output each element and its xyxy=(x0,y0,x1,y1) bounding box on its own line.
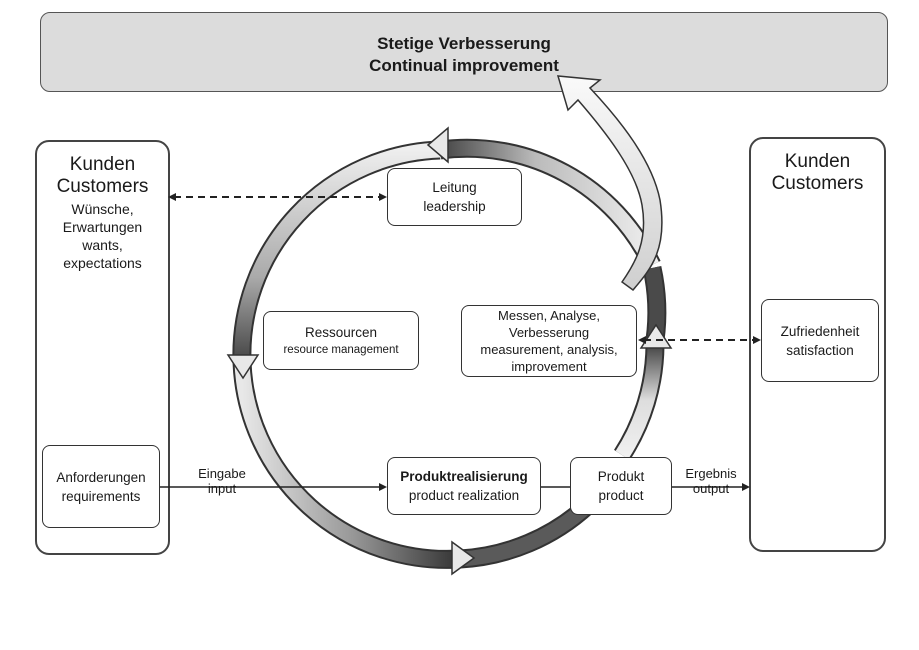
banner-title-en: Continual improvement xyxy=(369,56,559,75)
continual-improvement-banner: Stetige Verbesserung Continual improveme… xyxy=(40,12,888,92)
realization-de: Produktrealisierung xyxy=(400,469,528,484)
arrowhead-leadership-left xyxy=(168,193,176,201)
ring-segment-left-fill xyxy=(234,142,441,363)
satisfaction-box: Zufriedenheit satisfaction xyxy=(761,299,879,382)
ring-arrowhead-bottom xyxy=(451,540,476,576)
realization-en: product realization xyxy=(408,488,520,503)
leadership-de: Leitung xyxy=(432,180,477,195)
requirements-de: Anforderungen xyxy=(56,469,146,485)
resources-en: resource management xyxy=(283,343,399,356)
resources-de: Ressourcen xyxy=(304,324,378,340)
resources-box: Ressourcen resource management xyxy=(263,311,419,370)
ring-segment-right-fill xyxy=(615,344,663,460)
output-label: Ergebnis output xyxy=(676,466,746,496)
customers-right-title-de: Kunden xyxy=(784,151,851,172)
ring-segment-bottom-fill xyxy=(234,361,461,567)
banner-title-de: Stetige Verbesserung xyxy=(377,34,551,53)
measurement-en-2: improvement xyxy=(511,359,587,374)
banner-title: Stetige Verbesserung Continual improveme… xyxy=(41,33,887,77)
leadership-en: leadership xyxy=(423,199,486,214)
input-label: Eingabe input xyxy=(192,466,252,496)
arrowhead-measure-left xyxy=(638,336,646,344)
ring-segment-bottom-right-fill xyxy=(459,499,594,567)
product-en: product xyxy=(598,488,644,503)
measurement-box: Messen, Analyse, Verbesserung measuremen… xyxy=(461,305,637,377)
output-label-en: output xyxy=(692,481,730,496)
leadership-box: Leitung leadership xyxy=(387,168,522,226)
needs-line: Wünsche, xyxy=(71,201,134,217)
measurement-de-1: Messen, Analyse, xyxy=(498,308,600,323)
input-label-de: Eingabe xyxy=(198,466,246,481)
requirements-en: requirements xyxy=(61,488,141,504)
measurement-de-2: Verbesserung xyxy=(508,325,590,340)
satisfaction-de: Zufriedenheit xyxy=(780,323,860,339)
input-arrowhead xyxy=(379,483,387,491)
needs-line: wants, xyxy=(82,237,123,253)
requirements-box: Anforderungen requirements xyxy=(42,445,160,528)
ring-arrowhead-top xyxy=(426,126,449,164)
ring-arrowhead-left xyxy=(226,354,260,380)
customer-needs: Wünsche, Erwartungen wants, expectations xyxy=(37,200,168,272)
input-label-en: input xyxy=(207,481,237,496)
output-label-de: Ergebnis xyxy=(685,466,737,481)
improvement-arrow xyxy=(556,75,663,292)
ring-segment-top-fill xyxy=(439,140,659,269)
customers-right-title-en: Customers xyxy=(771,173,864,194)
needs-line: expectations xyxy=(63,255,142,271)
needs-line: Erwartungen xyxy=(62,219,143,235)
ring-arrowhead-right xyxy=(639,323,673,349)
customers-left-title-en: Customers xyxy=(56,176,149,197)
product-box: Produkt product xyxy=(570,457,672,515)
product-realization-box: Produktrealisierung product realization xyxy=(387,457,541,515)
arrowhead-satisfaction-right xyxy=(753,336,761,344)
output-arrowhead xyxy=(742,483,750,491)
customers-left-title-de: Kunden xyxy=(69,154,136,175)
pdca-ring xyxy=(232,138,667,569)
satisfaction-en: satisfaction xyxy=(786,342,854,358)
product-de: Produkt xyxy=(597,469,645,484)
measurement-en-1: measurement, analysis, xyxy=(480,342,618,357)
arrowhead-leadership-right xyxy=(379,193,387,201)
